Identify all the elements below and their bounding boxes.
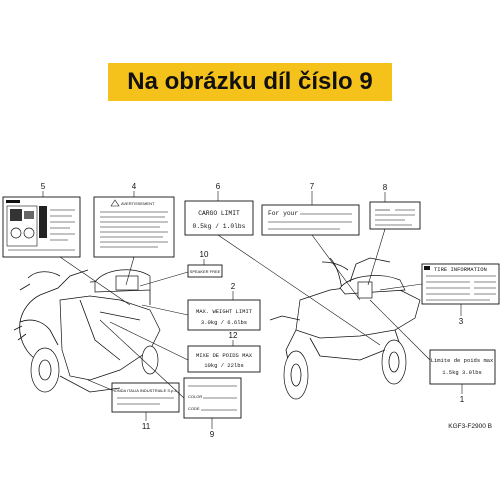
label-6: CARGO LIMIT 0.5kg / 1.0lbs [184, 200, 254, 236]
label-2: MAX. WEIGHT LIMIT 3.0kg / 6.6lbs [187, 299, 261, 331]
label-9[interactable]: COLOR CODE [183, 377, 242, 419]
label-8 [369, 201, 421, 230]
part-number-banner: Na obrázku díl číslo 9 [108, 63, 392, 101]
label-10: SPEAKER FREE [187, 264, 223, 278]
label-4: AVERTISSEMENT [93, 196, 175, 258]
label-10-text: SPEAKER FREE [190, 269, 221, 274]
label-12-title: MIXE DE POIDS MAX [196, 352, 253, 359]
label-2-title: MAX. WEIGHT LIMIT [196, 308, 253, 315]
label-4-header: AVERTISSEMENT [121, 201, 155, 206]
label-7: For your [261, 204, 360, 236]
label-3: TIRE INFORMATION [421, 263, 500, 305]
callout-8[interactable]: 8 [383, 183, 388, 192]
callout-3[interactable]: 3 [459, 317, 464, 326]
label-11-text: HONDA ITALIA INDUSTRIALE S.p.A. [112, 388, 179, 393]
label-12-value: 10kg / 22lbs [204, 362, 244, 369]
callout-4[interactable]: 4 [132, 182, 137, 191]
label-11: HONDA ITALIA INDUSTRIALE S.p.A. [111, 382, 180, 413]
callout-2[interactable]: 2 [231, 282, 236, 291]
leader-lines [59, 228, 431, 399]
label-6-title: CARGO LIMIT [198, 210, 240, 217]
diagram-code: KGF3-F2900 B [448, 423, 492, 430]
scooter-rear-view [269, 257, 421, 400]
label-1-value: 1.5kg 3.0lbs [442, 369, 482, 376]
label-2-value: 3.0kg / 6.6lbs [201, 319, 247, 326]
callout-6[interactable]: 6 [216, 182, 221, 191]
label-9-color: COLOR [188, 394, 202, 399]
callout-11[interactable]: 11 [142, 422, 151, 431]
label-3-header: TIRE INFORMATION [434, 266, 487, 273]
callout-7[interactable]: 7 [310, 182, 315, 191]
label-12: MIXE DE POIDS MAX 10kg / 22lbs [187, 345, 261, 373]
label-1-title: Limite de poids max [431, 357, 494, 364]
label-9-code: CODE [188, 406, 200, 411]
label-7-text: For your [268, 210, 298, 217]
callout-12[interactable]: 12 [229, 331, 238, 340]
label-6-value: 0.5kg / 1.0lbs [193, 223, 246, 230]
label-1: Limite de poids max 1.5kg 3.0lbs [429, 349, 496, 385]
callout-5[interactable]: 5 [41, 182, 46, 191]
callout-1[interactable]: 1 [460, 395, 465, 404]
label-5 [2, 196, 81, 258]
callout-9[interactable]: 9 [210, 430, 215, 439]
scooter-front-view [13, 269, 161, 393]
callout-10[interactable]: 10 [200, 250, 209, 259]
